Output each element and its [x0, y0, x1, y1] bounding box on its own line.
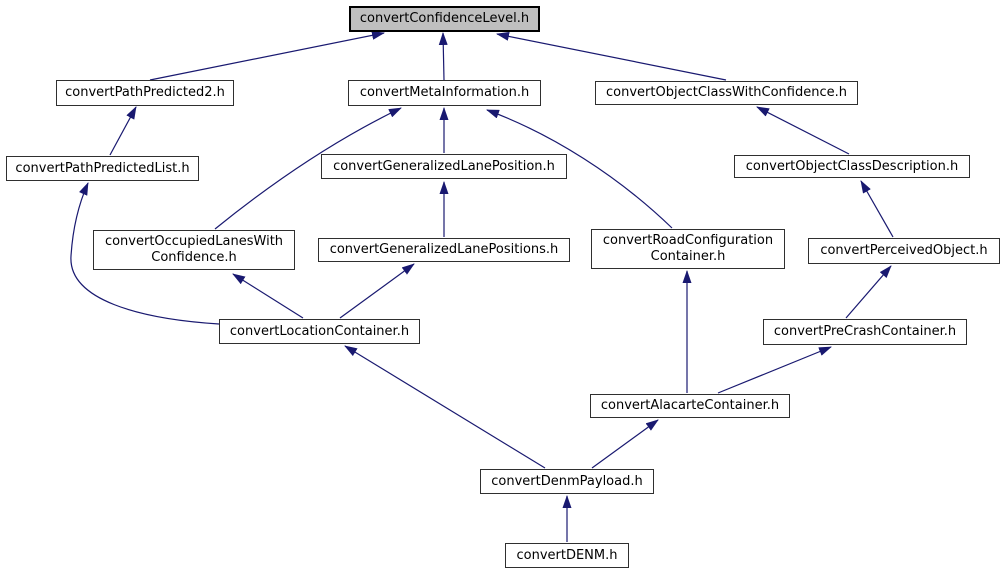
node-label: convertMetaInformation.h	[359, 85, 530, 100]
node-label: Confidence.h	[151, 250, 237, 265]
edge-convertRoadConfigurationContainer-to-convertMetaInformation	[486, 109, 673, 229]
node-label: convertOccupiedLanesWith	[104, 234, 284, 249]
node-label: convertGeneralizedLanePositions.h	[329, 242, 559, 257]
node-convertConfidenceLevel: convertConfidenceLevel.h	[349, 6, 540, 32]
node-label: convertPerceivedObject.h	[820, 243, 988, 258]
edge-convertLocationContainer-to-convertPathPredictedList	[70, 182, 220, 325]
node-label: convertConfidenceLevel.h	[359, 11, 530, 26]
node-convertPreCrashContainer[interactable]: convertPreCrashContainer.h	[763, 319, 967, 345]
node-convertLocationContainer[interactable]: convertLocationContainer.h	[219, 319, 420, 344]
edge-convertObjectClassWithConfidence-to-convertConfidenceLevel	[496, 31, 727, 81]
edge-convertOccupiedLanesWithConfidence-to-convertMetaInformation	[214, 107, 402, 230]
node-label: convertObjectClassWithConfidence.h	[606, 85, 847, 100]
node-label: convertDenmPayload.h	[491, 473, 643, 489]
node-convertPathPredicted2[interactable]: convertPathPredicted2.h	[56, 80, 234, 106]
node-label: convertPreCrashContainer.h	[773, 324, 957, 339]
node-convertObjectClassWithConfidence[interactable]: convertObjectClassWithConfidence.h	[595, 81, 858, 105]
edge-convertMetaInformation-to-convertConfidenceLevel	[438, 32, 448, 81]
edge-convertPerceivedObject-to-convertObjectClassDescription	[860, 180, 894, 238]
edge-convertObjectClassDescription-to-convertObjectClassWithConfidence	[756, 106, 850, 155]
edge-convertLocationContainer-to-convertOccupiedLanesWithConfidence	[232, 273, 304, 319]
node-label: convertPathPredicted2.h	[65, 85, 225, 100]
node-label: convertLocationContainer.h	[229, 323, 410, 339]
node-label: convertDENM.h	[516, 547, 618, 563]
edge-convertLocationContainer-to-convertGeneralizedLanePositions	[339, 263, 415, 319]
edge-convertDenmPayload-to-convertAlacarteContainer	[591, 419, 659, 469]
node-label: Container.h	[650, 249, 726, 264]
node-convertObjectClassDescription[interactable]: convertObjectClassDescription.h	[734, 155, 970, 178]
edge-convertAlacarteContainer-to-convertPreCrashContainer	[717, 346, 832, 394]
node-label: convertObjectClassDescription.h	[745, 158, 959, 174]
node-convertPerceivedObject[interactable]: convertPerceivedObject.h	[808, 238, 1000, 264]
node-label: convertAlacarteContainer.h	[600, 398, 780, 413]
node-label: convertPathPredictedList.h	[15, 160, 190, 176]
node-convertGeneralizedLanePositions[interactable]: convertGeneralizedLanePositions.h	[318, 238, 570, 262]
node-convertPathPredictedList[interactable]: convertPathPredictedList.h	[6, 156, 199, 181]
node-convertDENM[interactable]: convertDENM.h	[505, 543, 629, 568]
node-label: convertGeneralizedLanePosition.h	[333, 158, 555, 174]
node-convertGeneralizedLanePosition[interactable]: convertGeneralizedLanePosition.h	[321, 154, 567, 179]
edge-convertDenmPayload-to-convertLocationContainer	[344, 345, 546, 469]
edge-convertPathPredictedList-to-convertPathPredicted2	[109, 106, 137, 156]
node-convertAlacarteContainer[interactable]: convertAlacarteContainer.h	[590, 394, 790, 418]
node-convertMetaInformation[interactable]: convertMetaInformation.h	[348, 80, 541, 106]
edge-convertPathPredicted2-to-convertConfidenceLevel	[149, 30, 385, 81]
edge-convertPreCrashContainer-to-convertPerceivedObject	[845, 265, 892, 319]
node-convertDenmPayload[interactable]: convertDenmPayload.h	[480, 469, 654, 494]
node-label: convertRoadConfiguration	[602, 233, 774, 248]
